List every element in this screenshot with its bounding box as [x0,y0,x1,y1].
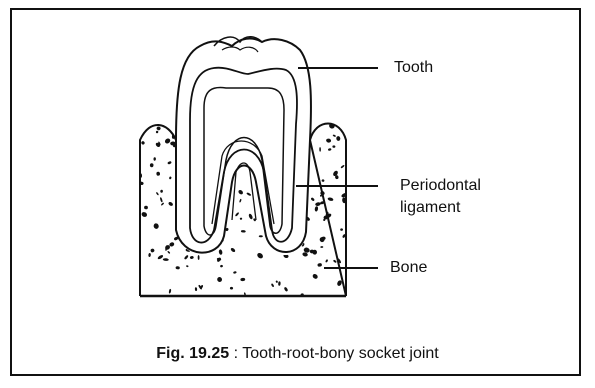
bone-speckle [153,223,159,230]
bone-speckle [165,120,167,126]
bone-speckle [156,192,159,196]
bone-speckle [240,217,243,220]
bone-speckle [163,258,169,261]
bone-speckle [271,283,275,287]
caption-text: Tooth-root-bony socket joint [242,345,439,362]
bone-speckle [341,119,343,123]
bone-speckle [167,251,170,254]
bone-speckle [278,281,281,286]
bone-speckle [150,248,155,253]
bone-label: Bone [390,258,427,278]
bone-speckle [153,157,156,160]
bone-speckle [241,230,246,233]
caption-separator: : [229,345,242,362]
bone-speckle [150,163,154,167]
bone-speckle [156,126,161,131]
bone-speckle [230,247,236,253]
bone-speckle [160,190,163,193]
bone-speckle [340,164,345,168]
bone-speckle [333,259,337,263]
bone-speckle [240,278,245,282]
bone-speckle [312,273,319,280]
bone-speckle [344,121,347,123]
bone-speckle [230,287,234,290]
bone-speckle [238,189,244,195]
bone-speckle [336,136,340,141]
bone-speckle [328,148,332,151]
bone-speckle [161,202,165,206]
bone-speckle [256,252,264,260]
figure-caption: Fig. 19.25 : Tooth-root-bony socket join… [0,345,595,363]
caption-figure-number: Fig. 19.25 [156,345,229,362]
bone-speckle [195,287,198,291]
bone-speckle [190,256,194,260]
bone-speckle [340,228,343,231]
bone-speckle [319,147,321,152]
bone-speckle [164,137,171,144]
bone-speckle [175,266,179,269]
bone-speckle [141,211,148,218]
bone-speckle [284,287,289,292]
bone-speckle [303,247,310,253]
bone-speckle [218,249,222,255]
bone-speckle [235,212,240,217]
bone-speckle [325,259,328,263]
bone-speckle [186,265,189,267]
bone-speckle [327,197,333,202]
bone-speckle [157,254,164,260]
bone-speckle [314,206,318,212]
bone-speckle [239,199,242,203]
bone-speckle [246,192,251,196]
bone-speckle [156,171,160,175]
bone-speckle [317,263,322,267]
tooth-outline [176,39,311,253]
periodontal-label-line1: Periodontal [400,176,481,196]
tooth-label: Tooth [394,58,433,78]
bone-speckle [169,289,172,294]
bone-speckle [310,197,315,201]
bone-speckle [259,235,263,237]
bone-speckle [220,265,223,268]
bone-speckle [332,145,335,147]
bone-speckle [332,134,336,137]
bone-speckle [170,142,176,146]
bone-speckle [141,141,146,146]
bone-speckle [169,176,172,179]
bone-speckle [248,213,253,220]
bone-speckle [160,197,163,203]
bone-speckle [156,131,159,134]
bone-speckle [320,246,323,248]
bone-speckle [217,276,223,282]
bone-speckle [198,255,200,260]
bone-speckle [336,119,341,124]
bone-speckle [172,118,175,123]
periodontal-label-line2: ligament [400,198,460,218]
bone-speckle [321,179,324,182]
bone-speckle [148,253,151,257]
bone-speckle [275,280,278,283]
bone-speckle [144,206,148,210]
bone-speckle [315,202,321,207]
bone-speckle [168,201,174,206]
bone-speckle [326,138,332,143]
bone-speckle [167,161,172,165]
bone-speckle [283,253,289,259]
bone-speckle [233,271,237,274]
bone-speckle [184,255,189,260]
